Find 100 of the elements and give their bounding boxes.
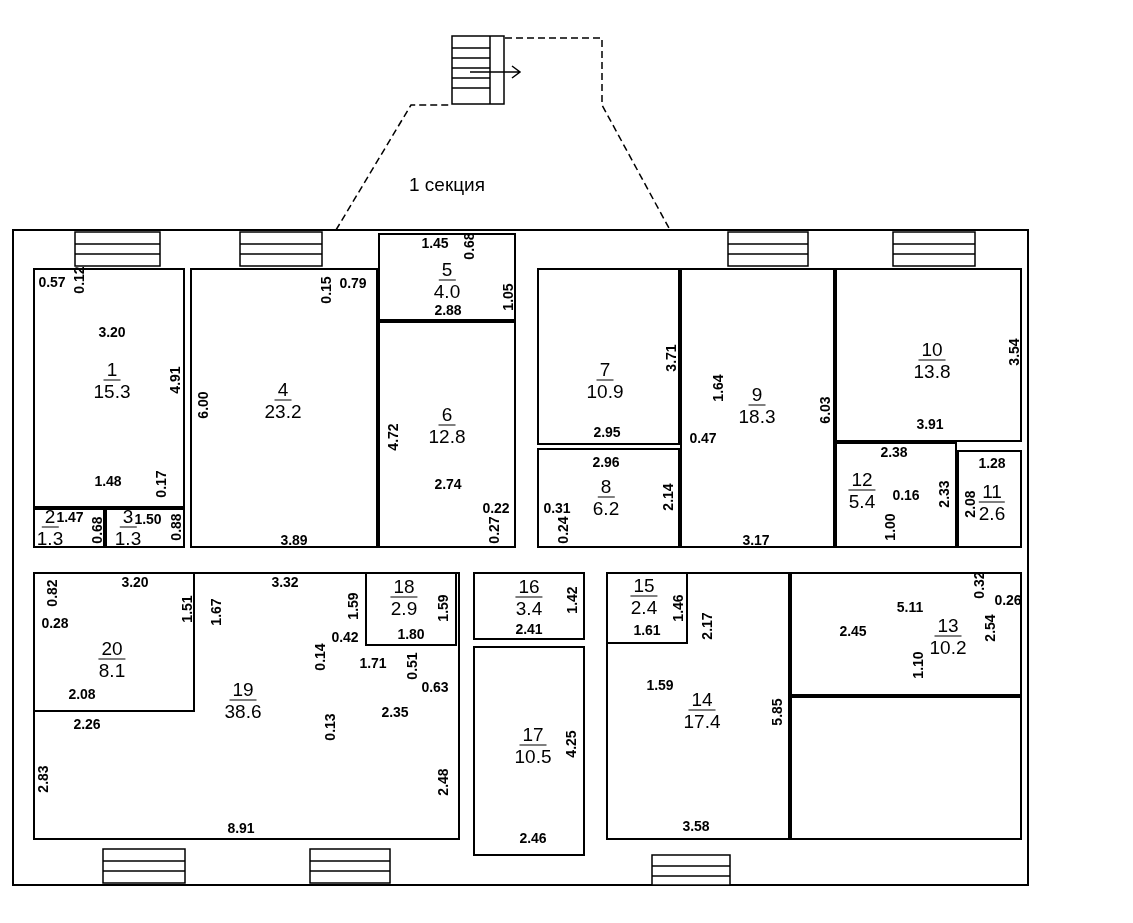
room-number: 11 [979, 480, 1005, 503]
dimension-label: 2.45 [839, 623, 867, 639]
room-area: 1.3 [114, 527, 142, 549]
room-area: 8.1 [98, 659, 126, 681]
dimension-label: 3.20 [121, 574, 149, 590]
dimension-label: 3.58 [682, 818, 710, 834]
dimension-label: 0.22 [482, 500, 510, 516]
dimension-label: 1.64 [710, 374, 726, 402]
room-number: 15 [630, 574, 658, 597]
room-number: 14 [688, 688, 716, 711]
dimension-label: 0.13 [322, 713, 338, 741]
room-number: 10 [918, 338, 946, 361]
room-area: 13.8 [913, 360, 951, 382]
room-outline [835, 442, 957, 548]
dimension-label: 2.33 [936, 480, 952, 508]
room-number: 4 [274, 378, 292, 401]
dimension-label: 0.68 [89, 516, 105, 544]
dimension-label: 3.32 [271, 574, 299, 590]
room-outline [537, 448, 680, 548]
room-number: 9 [748, 383, 766, 406]
room-number: 12 [848, 468, 876, 491]
dimension-label: 3.89 [280, 532, 308, 548]
dimension-label: 1.46 [670, 594, 686, 622]
dimension-label: 2.08 [68, 686, 96, 702]
dimension-label: 1.28 [978, 455, 1006, 471]
room-area: 4.0 [433, 280, 461, 302]
room-outline [190, 268, 378, 548]
dimension-label: 1.71 [359, 655, 387, 671]
room-outline [378, 321, 516, 548]
dimension-label: 0.27 [486, 516, 502, 544]
dimension-label: 3.17 [742, 532, 770, 548]
dimension-label: 2.14 [660, 483, 676, 511]
room-area: 6.2 [592, 497, 620, 519]
room-outline [105, 508, 185, 548]
dimension-label: 2.41 [515, 621, 543, 637]
room-number: 19 [229, 678, 257, 701]
dimension-label: 1.61 [633, 622, 661, 638]
room-area: 10.5 [514, 745, 552, 767]
room-number: 17 [519, 723, 547, 746]
dimension-label: 2.74 [434, 476, 462, 492]
room-number: 16 [515, 575, 543, 598]
dimension-label: 2.96 [592, 454, 620, 470]
room-number: 5 [438, 258, 456, 281]
dimension-label: 2.83 [35, 765, 51, 793]
dimension-label: 1.80 [397, 626, 425, 642]
dimension-label: 6.00 [195, 391, 211, 419]
dimension-label: 1.59 [345, 592, 361, 620]
room-outline [33, 572, 195, 712]
dimension-label: 0.88 [168, 513, 184, 541]
room-number: 8 [597, 475, 615, 498]
dimension-label: 1.48 [94, 473, 122, 489]
dimension-label: 3.20 [98, 324, 126, 340]
dimension-label: 2.54 [982, 614, 998, 642]
room-area: 12.8 [428, 425, 466, 447]
room-area: 38.6 [224, 700, 262, 722]
dimension-label: 2.35 [381, 704, 409, 720]
dimension-label: 0.42 [331, 629, 359, 645]
dimension-label: 0.82 [44, 579, 60, 607]
dimension-label: 2.95 [593, 424, 621, 440]
dimension-label: 1.59 [435, 594, 451, 622]
room-outline [33, 572, 460, 840]
room-area: 3.4 [515, 597, 543, 619]
room-area: 2.4 [630, 596, 658, 618]
dimension-label: 1.42 [564, 586, 580, 614]
room-area: 2.9 [390, 597, 418, 619]
dimension-label: 4.91 [167, 366, 183, 394]
room-number: 6 [438, 403, 456, 426]
dimension-label: 3.54 [1006, 338, 1022, 366]
dimension-label: 3.71 [663, 344, 679, 372]
room-outline [790, 572, 1022, 696]
dimension-label: 5.85 [769, 698, 785, 726]
section-label: 1 секция [409, 173, 485, 195]
dimension-label: 0.31 [543, 500, 571, 516]
room-outline [680, 268, 835, 548]
room-area: 10.9 [586, 380, 624, 402]
room-outline [835, 268, 1022, 442]
dimension-label: 1.05 [500, 283, 516, 311]
room-number: 1 [103, 358, 121, 381]
dimension-label: 2.46 [519, 830, 547, 846]
dimension-label: 1.51 [179, 595, 195, 623]
room-outline [537, 268, 680, 445]
room-number: 20 [98, 637, 126, 660]
dimension-label: 2.08 [962, 490, 978, 518]
room-area: 23.2 [264, 400, 302, 422]
room-number: 18 [390, 575, 418, 598]
dimension-label: 8.91 [227, 820, 255, 836]
porch-outline [335, 36, 671, 230]
room-outline [606, 572, 790, 840]
dimension-label: 2.17 [699, 612, 715, 640]
room-number: 7 [596, 358, 614, 381]
dimension-label: 0.17 [153, 470, 169, 498]
dimension-label: 1.45 [421, 235, 449, 251]
room-area: 5.4 [848, 490, 876, 512]
dimension-label: 2.38 [880, 444, 908, 460]
room-outline [957, 450, 1022, 548]
room-outline [33, 268, 185, 508]
empty-room-outline [790, 696, 1022, 840]
dimension-label: 1.00 [882, 513, 898, 541]
dimension-label: 0.28 [41, 615, 69, 631]
dimension-label: 5.11 [896, 599, 924, 615]
